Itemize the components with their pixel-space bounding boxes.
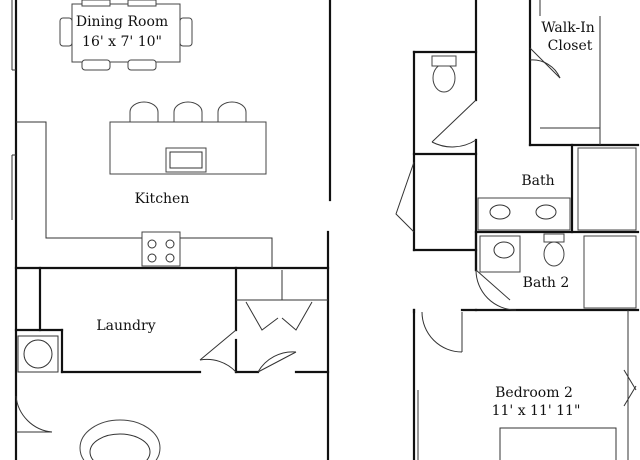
dining-room-label: Dining Room [76, 14, 168, 30]
walk-in-closet-label-line1: Walk-In [541, 20, 595, 36]
doors [15, 47, 561, 433]
fixtures [16, 0, 637, 460]
kitchen-label: Kitchen [135, 191, 190, 207]
walk-in-closet-label-line2: Closet [548, 38, 593, 54]
bedroom-2-label: Bedroom 2 [495, 385, 573, 401]
bedroom-2-size: 11' x 11' 11" [492, 403, 581, 419]
bath-2-label: Bath 2 [523, 275, 570, 291]
bath-label: Bath [521, 173, 554, 189]
dining-room-size: 16' x 7' 10" [82, 34, 162, 50]
walls [11, 0, 640, 460]
room-labels: Dining Room 16' x 7' 10" Walk-In Closet … [76, 14, 595, 419]
laundry-label: Laundry [96, 318, 155, 334]
